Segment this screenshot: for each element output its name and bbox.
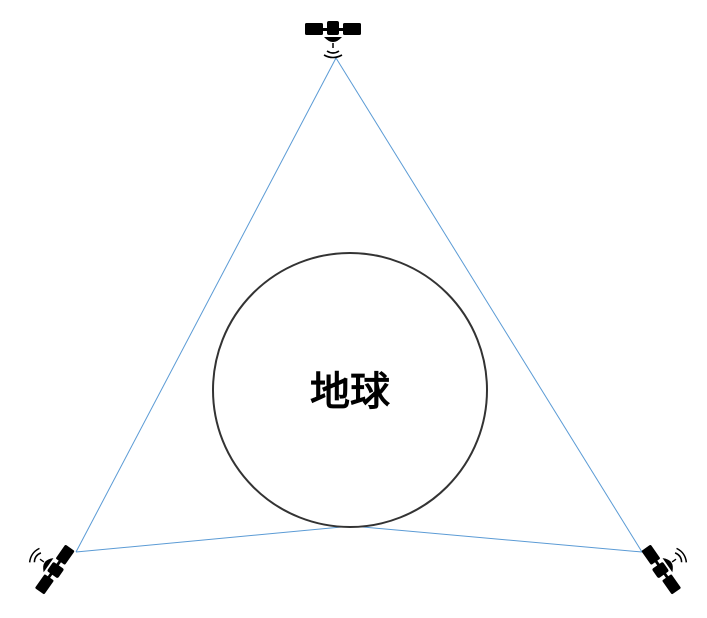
link-line-right-earth — [351, 525, 643, 553]
satellite-top-icon — [304, 20, 362, 59]
link-line-top-left — [75, 57, 337, 553]
earth-label: 地球 — [310, 369, 391, 415]
link-line-left-earth — [75, 525, 353, 553]
earth-circle — [212, 252, 488, 528]
link-lines — [75, 57, 643, 553]
satellite-bottom-left-icon — [16, 531, 78, 597]
link-line-top-right — [335, 57, 643, 553]
satellite-bottom-right-icon — [638, 531, 700, 597]
